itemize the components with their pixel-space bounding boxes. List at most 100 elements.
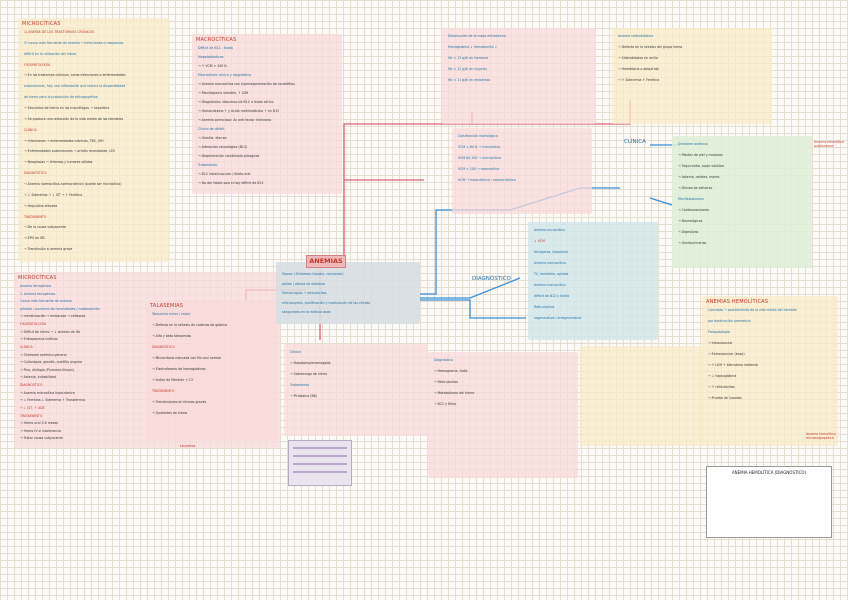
note-line: → Taquicardia, soplo sistólico [678, 164, 725, 168]
note-line: Anemia macrocítica [534, 283, 566, 287]
note-line: HCM → hipocrómica / normocrómica [458, 178, 516, 182]
note-line: 2º causa más frecuente de anemia → infec… [24, 40, 124, 45]
note-line: → Sobrecarga de hierro [290, 372, 328, 376]
note-line: DIAGNÓSTICO [20, 383, 43, 388]
note-line: TRATAMIENTO [20, 413, 43, 418]
table-title: ANEMIA HEMOLÍTICA (DIAGNÓSTICO) [731, 470, 807, 475]
link-to-right-box [649, 197, 673, 206]
box-clinica: Síndrome anémico→ Palidez de piel y muco… [672, 136, 812, 268]
note-line: → ↑ LDH ↑ bilirrubina indirecta [708, 363, 758, 367]
note-line: → Hepcidina elevada [24, 203, 58, 208]
note-line: TC, hemólisis, aplasia [534, 272, 569, 276]
note-line: ↓ VCM [534, 239, 545, 243]
note-line: pérdida / aumento de necesidades / malab… [20, 306, 100, 311]
note-line: Concepto → acortamiento de la vida media… [708, 308, 797, 312]
link-to-diagnostico [420, 277, 521, 299]
box-diag-esquema: Diagnóstico→ Hemograma, frotis→ Reticulo… [428, 352, 578, 478]
box-regenerativa: Anemia sideroblástica → Defecto en la sín… [612, 28, 772, 124]
note-line: Anemia ferropénica [20, 284, 52, 288]
note-line: Clínica [290, 350, 301, 354]
box-title: ANEMIAS HEMOLÍTICAS [706, 299, 769, 305]
note-line: → ↓ Sideremia → ↓ IST → ↑ Ferritina [24, 192, 83, 197]
note-line: → Enfermedades autoinmunes → artritis re… [24, 149, 116, 154]
note-line: de hierro para la producción de eritropo… [24, 95, 98, 100]
note-line: → Síndrome anémico general [20, 352, 67, 357]
note-line: → Hemograma, frotis [434, 369, 468, 373]
note-line: → Sideroblastos en anillo [618, 56, 658, 60]
note-line: eritropoyesis, proliferación y maduració… [282, 300, 371, 305]
note-line: → B12 intramuscular / folato oral [198, 172, 251, 176]
note-line: → Prueba de Coombs [708, 396, 742, 400]
note-line: → Alfa y beta talasemias [152, 334, 192, 338]
hemolitica-table: ANEMIA HEMOLÍTICA (DIAGNÓSTICO) [706, 466, 832, 538]
note-line: Talasemia minor / major [152, 312, 191, 316]
note-line: → Déficit de hierro → ↓ síntesis de Hb [20, 329, 81, 334]
note-line: → No dar folato solo si hay déficit de B… [198, 181, 264, 185]
note-line: → Transfusión si anemia grave [24, 247, 73, 252]
box-title: MACROCÍTICAS [196, 37, 237, 43]
note-line: → ↓ haptoglobina [708, 374, 737, 378]
box-title: MICROCÍTICAS [22, 21, 61, 27]
blood-smear-image [288, 440, 352, 486]
node-clinica: CLÍNICA [624, 139, 646, 145]
note-line: Clínica de déficit [198, 127, 225, 131]
note-line: → Anemia microcítica hipocrómica [20, 390, 75, 395]
note-line: TRATAMIENTO [152, 389, 175, 393]
note-line: autoinmunes, hay una inflamación que red… [24, 84, 126, 89]
note-line: → De la causa subyacente [24, 225, 66, 230]
note-line: Síndrome anémico [678, 142, 708, 146]
note-line: Hemorragias → reticulocitos [282, 291, 327, 296]
note-line: Signos | Síntomas (hipoxia, cansancio) [282, 272, 344, 276]
note-line: Déficit de B12 - folato [198, 46, 233, 50]
note-line: 1) ANEMIA DE LOS TRASTORNOS CRÓNICOS [24, 30, 95, 34]
note-line: déficit en la utilización del hierro [24, 51, 77, 56]
side-note-3: Leucemia [180, 444, 196, 448]
note-line: → Tratar causa subyacente [20, 436, 63, 441]
note-line: → Defecto en la síntesis de cadenas de g… [152, 323, 228, 327]
note-line: → Coiloniquia, glositis, queilitis angul… [20, 360, 83, 365]
note-line: → Infecciones → enfermedades crónicas, T… [24, 138, 104, 143]
note-line: CLÍNICA [20, 344, 33, 349]
node-diagnostico: DIAGNÓSTICO [472, 276, 511, 282]
note-line: → Hierro oral 3-6 meses [20, 421, 59, 426]
note-line: pálida | disnea de esfuerzo [282, 281, 325, 286]
note-line: VCM < 80 fL → microcítica [458, 145, 500, 149]
note-line: → Reticulocitos [434, 380, 458, 384]
note-line: → Electroforesis de hemoglobinas [152, 367, 206, 371]
note-line: → Hereditaria o adquirida [618, 67, 659, 71]
note-line: Anemia sideroblástica [618, 34, 654, 38]
note-line: déficit de B12 y folato [534, 294, 570, 298]
note-line: → Genitourinarias [678, 241, 707, 245]
note-line: por destrucción prematura [708, 319, 751, 323]
note-line: → Pica, disfagia (Plummer-Vinson) [20, 367, 74, 372]
note-line: → Glositis, diarrea [198, 136, 227, 140]
note-line: → ↓ Ferritina ↓ Sideremia ↑ Transferrina [20, 398, 85, 403]
note-line: → Cardiovasculares [678, 208, 709, 212]
note-line: → Neoplasias → linfomas y tumores sólido… [24, 160, 93, 165]
note-line: → ↓ IST, ↑ ADE [20, 405, 45, 410]
note-line: → Microcitosis marcada con Hb casi norma… [152, 356, 221, 360]
note-line: Megaloblásticas [198, 55, 224, 59]
note-line: → Defecto en la síntesis del grupo hemo [618, 45, 683, 49]
box-sideroblastica: Clínica→ Hepatoesplenomegalia→ Sobrecarg… [284, 344, 428, 436]
note-line: → Alteración neurológica (B12) [198, 145, 248, 149]
box-trastornos-cronicos: MICROCÍTICAS 1) ANEMIA DE LOS TRASTORNOS… [18, 18, 170, 262]
note-line: → Eritropoyesis ineficaz [20, 337, 58, 342]
note-line: → Anemia normocítica-normocrómica (puede… [24, 182, 122, 186]
note-line: → Pancitopenia variable, ↑ LDH [198, 91, 249, 95]
note-line: FISIOPATOLOGÍA [24, 62, 51, 67]
box-definicion: Signos | Síntomas (hipoxia, cansancio) pá… [276, 262, 420, 324]
note-line: Reticulocitos [534, 305, 555, 309]
note-line: Macrocitosis clínica y diagnóstico [198, 73, 252, 77]
note-line: FISIOPATOLOGÍA [20, 322, 47, 327]
side-note-1: Anemia hemolítica autoinmune [814, 140, 844, 148]
note-line: TRATAMIENTO [24, 214, 47, 219]
note-line: Anemia microcítica [534, 228, 565, 232]
box-hemoliticas [580, 346, 704, 446]
note-line: → Degeneración combinada subaguda [198, 154, 260, 158]
box-hemoliticas-main: ANEMIAS HEMOLÍTICAS Concepto → acortamie… [702, 296, 838, 446]
note-line: → Piridoxina (B6) [290, 394, 317, 398]
